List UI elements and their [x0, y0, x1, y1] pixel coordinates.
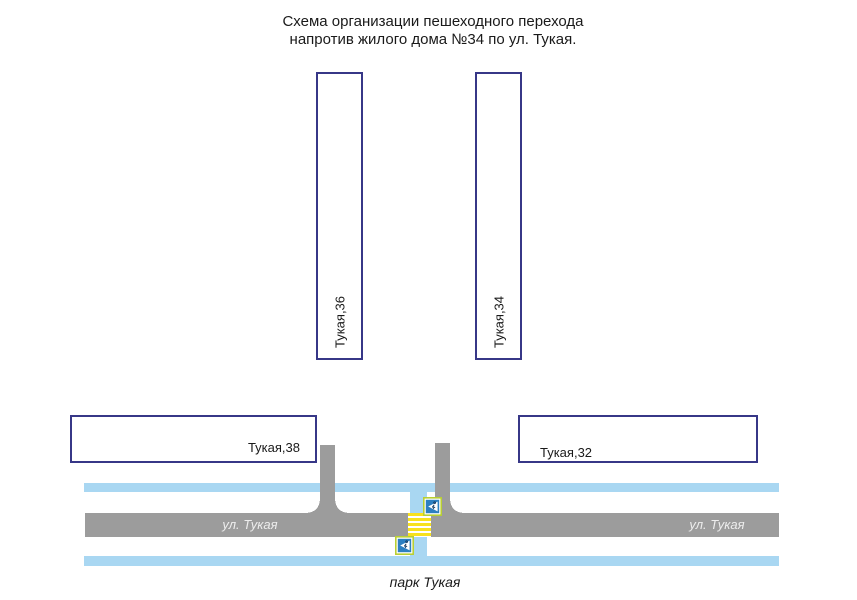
park-label: парк Тукая [389, 574, 461, 590]
pedestrian-crossing-zebra [408, 513, 431, 537]
road-fillet [335, 501, 347, 513]
road-fillet [450, 501, 462, 513]
sidewalk-strip-bottom [84, 556, 779, 566]
road-tukaya-street: ул. Тукая ул. Тукая [85, 513, 779, 537]
building-tukaya-32: Тукая,32 [518, 415, 758, 463]
pedestrian-crossing-sign-icon [423, 497, 442, 516]
sidewalk-strip-top [84, 483, 779, 492]
building-tukaya-38: Тукая,38 [70, 415, 317, 463]
road-fillet [308, 501, 320, 513]
driveway-stub-right [435, 443, 450, 513]
building-label: Тукая,34 [491, 295, 506, 349]
title-line-1: Схема организации пешеходного перехода [282, 13, 584, 30]
driveway-stub-left [320, 445, 335, 513]
road-name-label-right: ул. Тукая [689, 517, 745, 532]
building-tukaya-34: Тукая,34 [475, 72, 522, 360]
page-title: Схема организации пешеходного перехода н… [178, 13, 688, 49]
building-tukaya-36: Тукая,36 [316, 72, 363, 360]
building-label: Тукая,38 [247, 439, 300, 455]
building-label: Тукая,32 [540, 444, 593, 460]
building-label: Тукая,36 [332, 295, 347, 349]
pedestrian-crossing-sign-icon [395, 536, 414, 555]
road-name-label-left: ул. Тукая [222, 517, 278, 532]
title-line-2: напротив жилого дома №34 по ул. Тукая. [289, 31, 577, 48]
